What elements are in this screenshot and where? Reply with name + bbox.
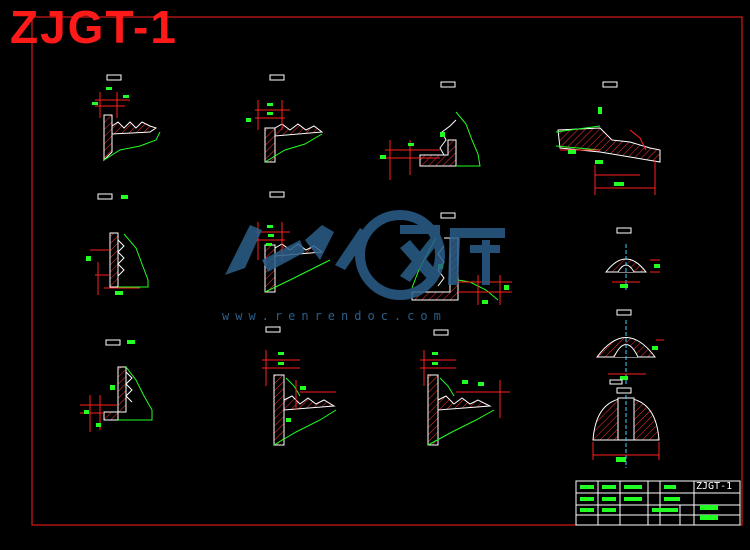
drawing-title: ZJGT-1 — [10, 1, 178, 53]
detail-9 — [262, 326, 337, 446]
section-1 — [604, 227, 660, 292]
drawing-frame — [31, 16, 743, 526]
title-block-code: ZJGT-1 — [696, 481, 733, 492]
detail-8 — [80, 339, 153, 432]
detail-label-box — [106, 74, 122, 81]
detail-5 — [86, 193, 149, 295]
detail-1 — [92, 74, 161, 162]
detail-4 — [555, 81, 661, 195]
detail-3 — [380, 81, 481, 180]
watermark-logo — [225, 210, 505, 300]
section-2 — [596, 309, 664, 385]
watermark-url: www.renrendoc.com — [222, 309, 447, 323]
section-3 — [592, 387, 660, 468]
detail-10 — [420, 329, 510, 446]
detail-2 — [246, 74, 324, 163]
title-block-marks — [580, 485, 718, 520]
break-line — [103, 131, 161, 161]
